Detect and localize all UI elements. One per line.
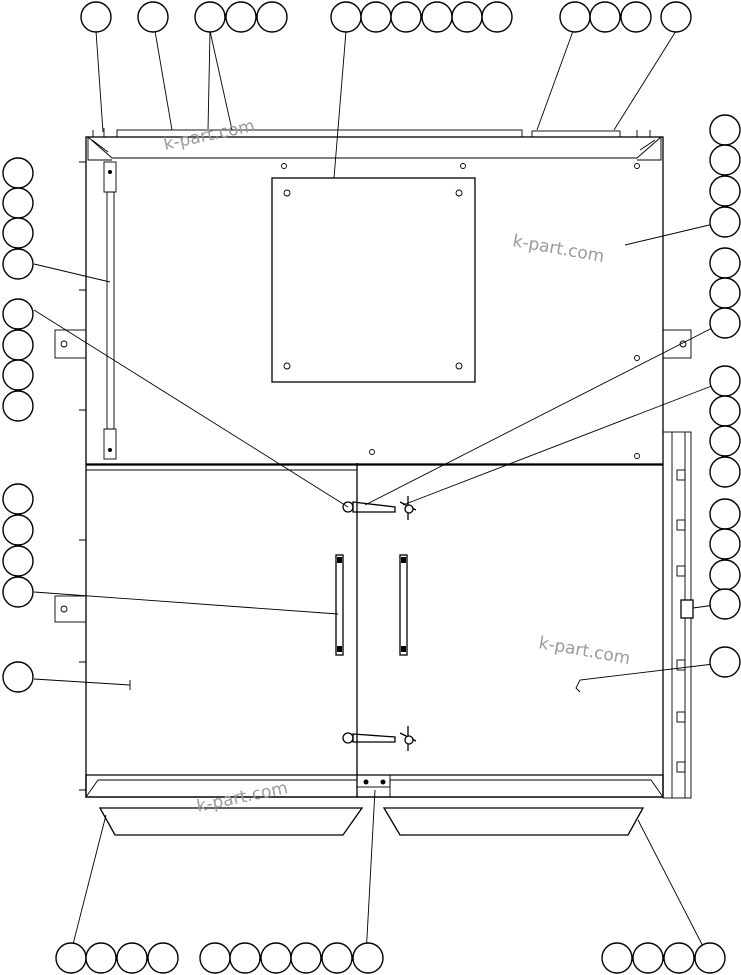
cover-plate <box>271 163 640 459</box>
side-brackets <box>54 329 692 623</box>
right-hinge-strip <box>662 431 694 799</box>
left-side-rail <box>79 161 117 460</box>
upper-housing <box>85 128 664 465</box>
watermark-top: k-part.com <box>162 116 257 155</box>
watermark-bottom: k-part.com <box>195 778 290 817</box>
lower-doors <box>79 463 664 798</box>
bottom-trays <box>85 774 664 836</box>
watermark-upper-right: k-part.com <box>511 231 606 267</box>
door-handles <box>335 554 408 656</box>
callout-bubbles-top <box>80 1 692 33</box>
callout-bubbles-bottom <box>55 942 726 974</box>
door-latches <box>342 496 417 751</box>
callout-bubbles-left <box>2 157 34 693</box>
watermark-lower-right: k-part.com <box>537 633 632 669</box>
callout-bubbles-right <box>709 114 741 678</box>
leader-lines <box>33 30 723 957</box>
